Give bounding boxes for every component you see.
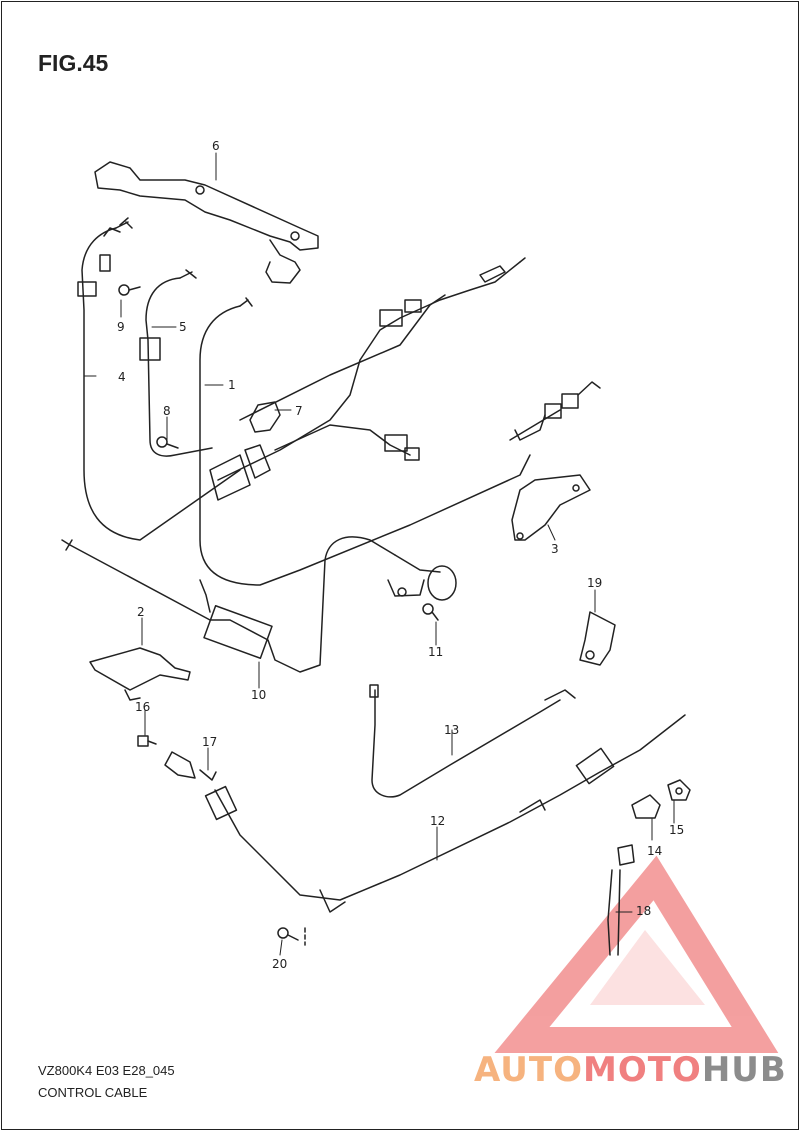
part-label-20: 20 xyxy=(272,957,287,971)
part-label-19: 19 xyxy=(587,576,602,590)
logo-word-moto: MOTO xyxy=(582,1050,702,1090)
part-11-screw xyxy=(422,603,439,621)
part-13-cable xyxy=(369,684,576,798)
part-12-clutch-cable xyxy=(204,714,686,913)
part-2-bracket xyxy=(89,647,191,701)
part-label-8: 8 xyxy=(163,404,171,418)
part-labels: 1 2 3 4 5 6 7 8 9 10 11 12 13 14 15 16 1… xyxy=(117,139,684,971)
watermark-triangle xyxy=(494,855,779,1053)
leader-lines xyxy=(83,152,675,956)
throttle-cable-upper-run xyxy=(217,257,526,481)
part-16-screw xyxy=(137,735,157,747)
part-14-holder xyxy=(631,794,661,819)
part-5-return-cable xyxy=(139,269,213,457)
part-19-cover xyxy=(579,611,616,666)
part-10-cable-boot xyxy=(61,536,396,673)
logo-word-auto: AUTO xyxy=(474,1050,583,1090)
part-label-9: 9 xyxy=(117,320,125,334)
part-label-11: 11 xyxy=(428,645,443,659)
part-3-bracket xyxy=(511,474,591,541)
part-label-7: 7 xyxy=(295,404,303,418)
choke-knob-assembly xyxy=(387,554,457,601)
part-20-screw xyxy=(277,927,306,946)
part-label-12: 12 xyxy=(430,814,445,828)
part-label-4: 4 xyxy=(118,370,126,384)
logo-word-hub: HUB xyxy=(701,1050,787,1090)
part-17-clip xyxy=(164,751,217,781)
part-label-18: 18 xyxy=(636,904,651,918)
part-label-10: 10 xyxy=(251,688,266,702)
model-code: VZ800K4 E03 E28_045 xyxy=(38,1063,175,1078)
part-label-5: 5 xyxy=(179,320,187,334)
figure-title: FIG.45 xyxy=(38,50,109,76)
part-label-13: 13 xyxy=(444,723,459,737)
part-9-screw xyxy=(118,284,141,296)
part-4-throttle-cable xyxy=(77,217,241,541)
part-15-nut xyxy=(667,779,691,801)
part-1-choke-cable xyxy=(199,297,601,586)
part-6-bracket xyxy=(94,161,319,284)
part-label-15: 15 xyxy=(669,823,684,837)
part-label-1: 1 xyxy=(228,378,236,392)
part-label-17: 17 xyxy=(202,735,217,749)
part-label-3: 3 xyxy=(551,542,559,556)
part-label-14: 14 xyxy=(647,844,662,858)
part-label-6: 6 xyxy=(212,139,220,153)
watermark-logo-text: AUTOMOTOHUB xyxy=(474,1050,787,1090)
part-8-screw xyxy=(156,436,179,449)
figure-caption: CONTROL CABLE xyxy=(38,1085,148,1100)
part-7-clamp xyxy=(244,401,281,479)
part-label-16: 16 xyxy=(135,700,150,714)
part-label-2: 2 xyxy=(137,605,145,619)
